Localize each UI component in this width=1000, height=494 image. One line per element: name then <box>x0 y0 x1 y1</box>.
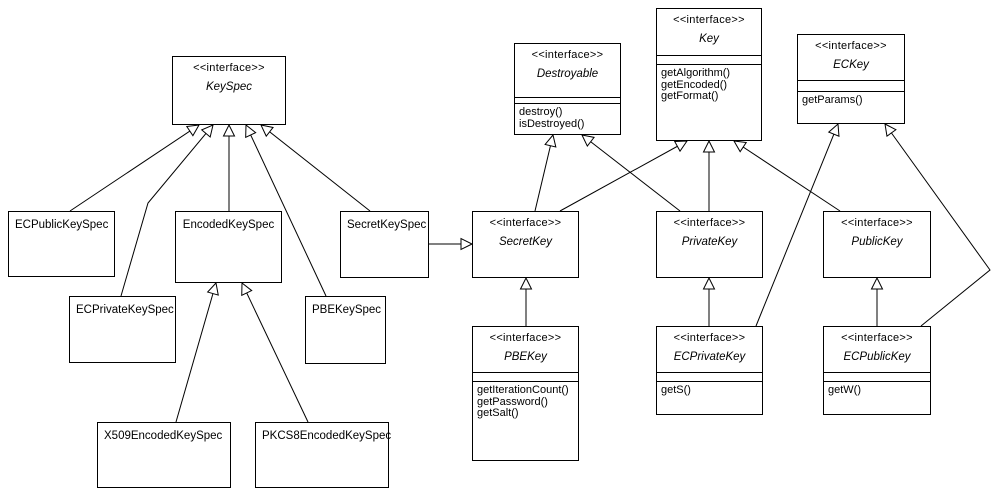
class-name: SecretKeySpec <box>347 219 427 231</box>
edge-x509-encodedkeyspec <box>175 282 217 423</box>
inheritance-arrowhead <box>827 122 840 138</box>
inheritance-arrowhead <box>702 139 716 153</box>
edge-secretkey-key <box>559 140 688 212</box>
class-name: EncodedKeySpec <box>182 219 275 231</box>
inheritance-arrowhead <box>206 281 219 296</box>
inheritance-arrowhead <box>581 134 595 148</box>
method-getparams: getParams() <box>802 94 863 106</box>
stereotype-label: <<interface>> <box>531 49 604 61</box>
method-gets: getS() <box>661 384 691 396</box>
stereotype-label: <<interface>> <box>841 332 913 344</box>
edge-privatekey-destroyable <box>581 134 681 212</box>
edge-pbekeyspec-keyspec <box>245 124 327 297</box>
stereotype-label: <<interface>> <box>489 332 562 344</box>
inheritance-arrowhead <box>544 133 557 148</box>
inheritance-arrowhead <box>260 124 274 138</box>
class-name: ECPrivateKey <box>673 351 746 363</box>
secretkeyspec-class[interactable]: SecretKeySpec <box>340 211 429 278</box>
eckey-interface[interactable]: <<interface>> ECKey getParams() <box>797 34 905 124</box>
inheritance-arrowhead <box>884 123 897 138</box>
ecprivatekeyspec-class[interactable]: ECPrivateKeySpec <box>69 296 176 363</box>
x509encodedkeyspec-class[interactable]: X509EncodedKeySpec <box>97 422 231 488</box>
publickey-interface[interactable]: <<interface>> PublicKey <box>823 211 931 278</box>
class-name: ECKey <box>833 59 869 71</box>
class-name: SecretKey <box>498 236 553 248</box>
class-name: KeySpec <box>205 81 253 93</box>
edge-publickey-key <box>733 140 841 212</box>
inheritance-arrowhead <box>245 123 257 139</box>
inheritance-arrowhead <box>519 276 533 290</box>
pbekeyspec-class[interactable]: PBEKeySpec <box>305 296 386 364</box>
edge-pkcs8-encodedkeyspec <box>241 282 309 423</box>
encodedkeyspec-class[interactable]: EncodedKeySpec <box>175 211 282 283</box>
class-name: X509EncodedKeySpec <box>104 430 223 442</box>
method-getalgorithm: getAlgorithm() <box>661 67 731 79</box>
key-interface[interactable]: <<interface>> Key getAlgorithm() getEnco… <box>656 8 762 141</box>
pkcs8encodedkeyspec-class[interactable]: PKCS8EncodedKeySpec <box>255 422 392 488</box>
keyspec-interface[interactable]: <<interface>> KeySpec <box>172 56 286 125</box>
inheritance-arrowhead <box>673 140 688 153</box>
class-name: PBEKey <box>504 351 547 363</box>
class-name: ECPublicKeySpec <box>15 219 109 231</box>
class-name: PrivateKey <box>681 236 738 248</box>
edge-ecprivatekey-eckey <box>755 123 839 327</box>
stereotype-label: <<interface>> <box>815 40 887 52</box>
privatekey-interface[interactable]: <<interface>> PrivateKey <box>656 211 763 278</box>
method-getpassword: getPassword() <box>477 395 548 408</box>
class-name: PublicKey <box>851 236 903 248</box>
class-name: PKCS8EncodedKeySpec <box>262 430 392 442</box>
destroyable-interface[interactable]: <<interface>> Destroyable destroy() isDe… <box>514 43 621 135</box>
method-isdestroyed: isDestroyed() <box>519 117 585 130</box>
inheritance-arrowhead <box>733 140 748 153</box>
inheritance-arrowhead <box>185 124 200 137</box>
inheritance-arrowhead <box>222 123 236 137</box>
stereotype-label: <<interface>> <box>841 217 913 229</box>
inheritance-arrowhead <box>460 237 474 251</box>
stereotype-label: <<interface>> <box>673 217 746 229</box>
method-getformat: getFormat() <box>661 90 719 102</box>
edge-secretkey-destroyable <box>534 134 554 212</box>
stereotype-label: <<interface>> <box>193 62 265 74</box>
class-name: ECPrivateKeySpec <box>76 304 174 316</box>
stereotype-label: <<interface>> <box>673 332 746 344</box>
stereotype-label: <<interface>> <box>673 14 745 26</box>
pbekey-interface[interactable]: <<interface>> PBEKey getIterationCount()… <box>472 326 579 461</box>
inheritance-arrowhead <box>870 276 884 290</box>
method-getw: getW() <box>828 384 861 396</box>
class-name: Key <box>699 33 719 45</box>
class-name: ECPublicKey <box>843 351 911 363</box>
edge-ecpublickeyspec-keyspec <box>69 124 200 212</box>
edge-ecpublickey-eckey <box>884 123 991 327</box>
method-getiterationcount: getIterationCount() <box>477 384 569 396</box>
stereotype-label: <<interface>> <box>489 217 562 229</box>
ecprivatekey-interface[interactable]: <<interface>> ECPrivateKey getS() <box>656 326 763 415</box>
inheritance-arrowhead <box>200 124 214 138</box>
class-name: Destroyable <box>536 68 599 80</box>
inheritance-arrowhead <box>702 276 716 290</box>
method-getencoded: getEncoded() <box>661 78 728 91</box>
ecpublickey-interface[interactable]: <<interface>> ECPublicKey getW() <box>823 326 931 415</box>
secretkey-interface[interactable]: <<interface>> SecretKey <box>472 211 579 278</box>
ecpublickeyspec-class[interactable]: ECPublicKeySpec <box>8 211 115 277</box>
method-getsalt: getSalt() <box>477 407 519 419</box>
edge-secretkeyspec-keyspec <box>260 124 371 212</box>
inheritance-arrowhead <box>241 281 253 297</box>
class-name: PBEKeySpec <box>312 304 382 316</box>
edge-ecprivatekeyspec-keyspec <box>120 124 214 297</box>
method-destroy: destroy() <box>519 106 563 118</box>
